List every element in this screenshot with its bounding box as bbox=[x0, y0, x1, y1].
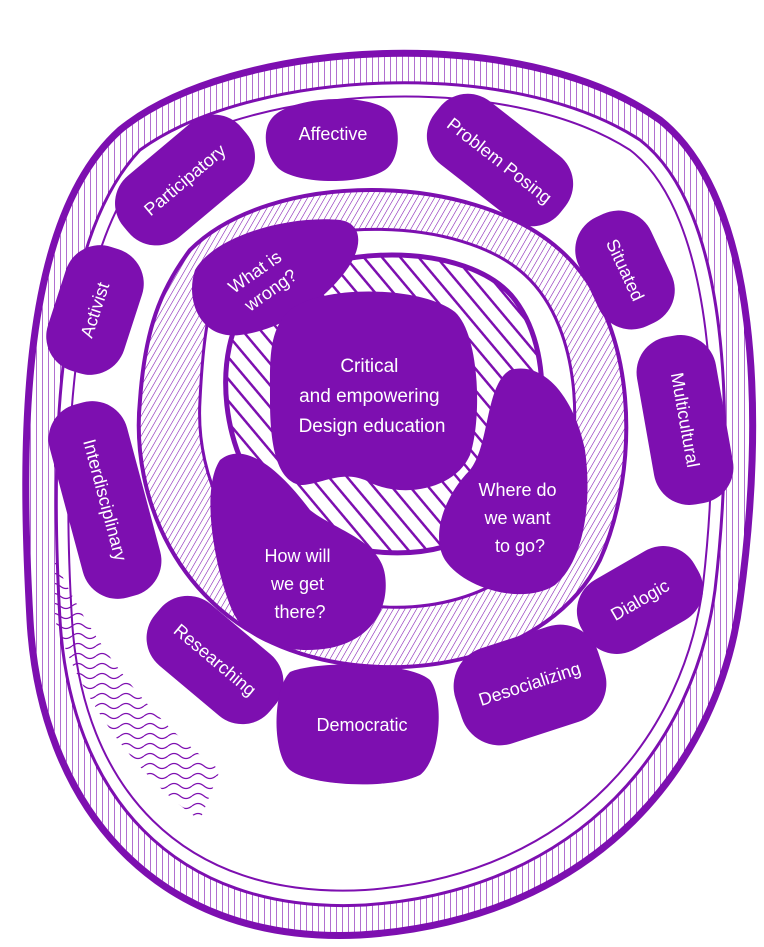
how-will-we-get-text: How will we get there? bbox=[264, 546, 335, 622]
democratic-label: Democratic bbox=[316, 715, 407, 735]
where-do-we-want-text: Where do we want to go? bbox=[478, 480, 561, 556]
question-how-will-we-get: How will we get there? bbox=[210, 453, 386, 651]
attribute-affective: Affective bbox=[265, 99, 398, 182]
attribute-activist: Activist bbox=[46, 245, 144, 375]
question-where-do-we-want: Where do we want to go? bbox=[439, 368, 588, 595]
attribute-interdisciplinary: Interdisciplinary bbox=[48, 401, 162, 599]
center-blob: Critical and empowering Design education bbox=[269, 291, 478, 491]
attribute-multicultural: Multicultural bbox=[636, 335, 734, 505]
attribute-situated: Situated bbox=[575, 210, 675, 330]
attribute-participatory: Participatory bbox=[115, 114, 255, 246]
attribute-desocializing: Desocializing bbox=[453, 624, 607, 746]
center-title: Critical and empowering Design education bbox=[299, 356, 446, 437]
attribute-dialogic: Dialogic bbox=[576, 546, 704, 654]
attribute-democratic: Democratic bbox=[276, 664, 439, 785]
affective-label: Affective bbox=[299, 124, 368, 144]
wave-texture bbox=[55, 560, 220, 820]
attribute-researching: Researching bbox=[146, 595, 284, 725]
question-what-is-wrong: What is wrong? bbox=[192, 219, 359, 336]
